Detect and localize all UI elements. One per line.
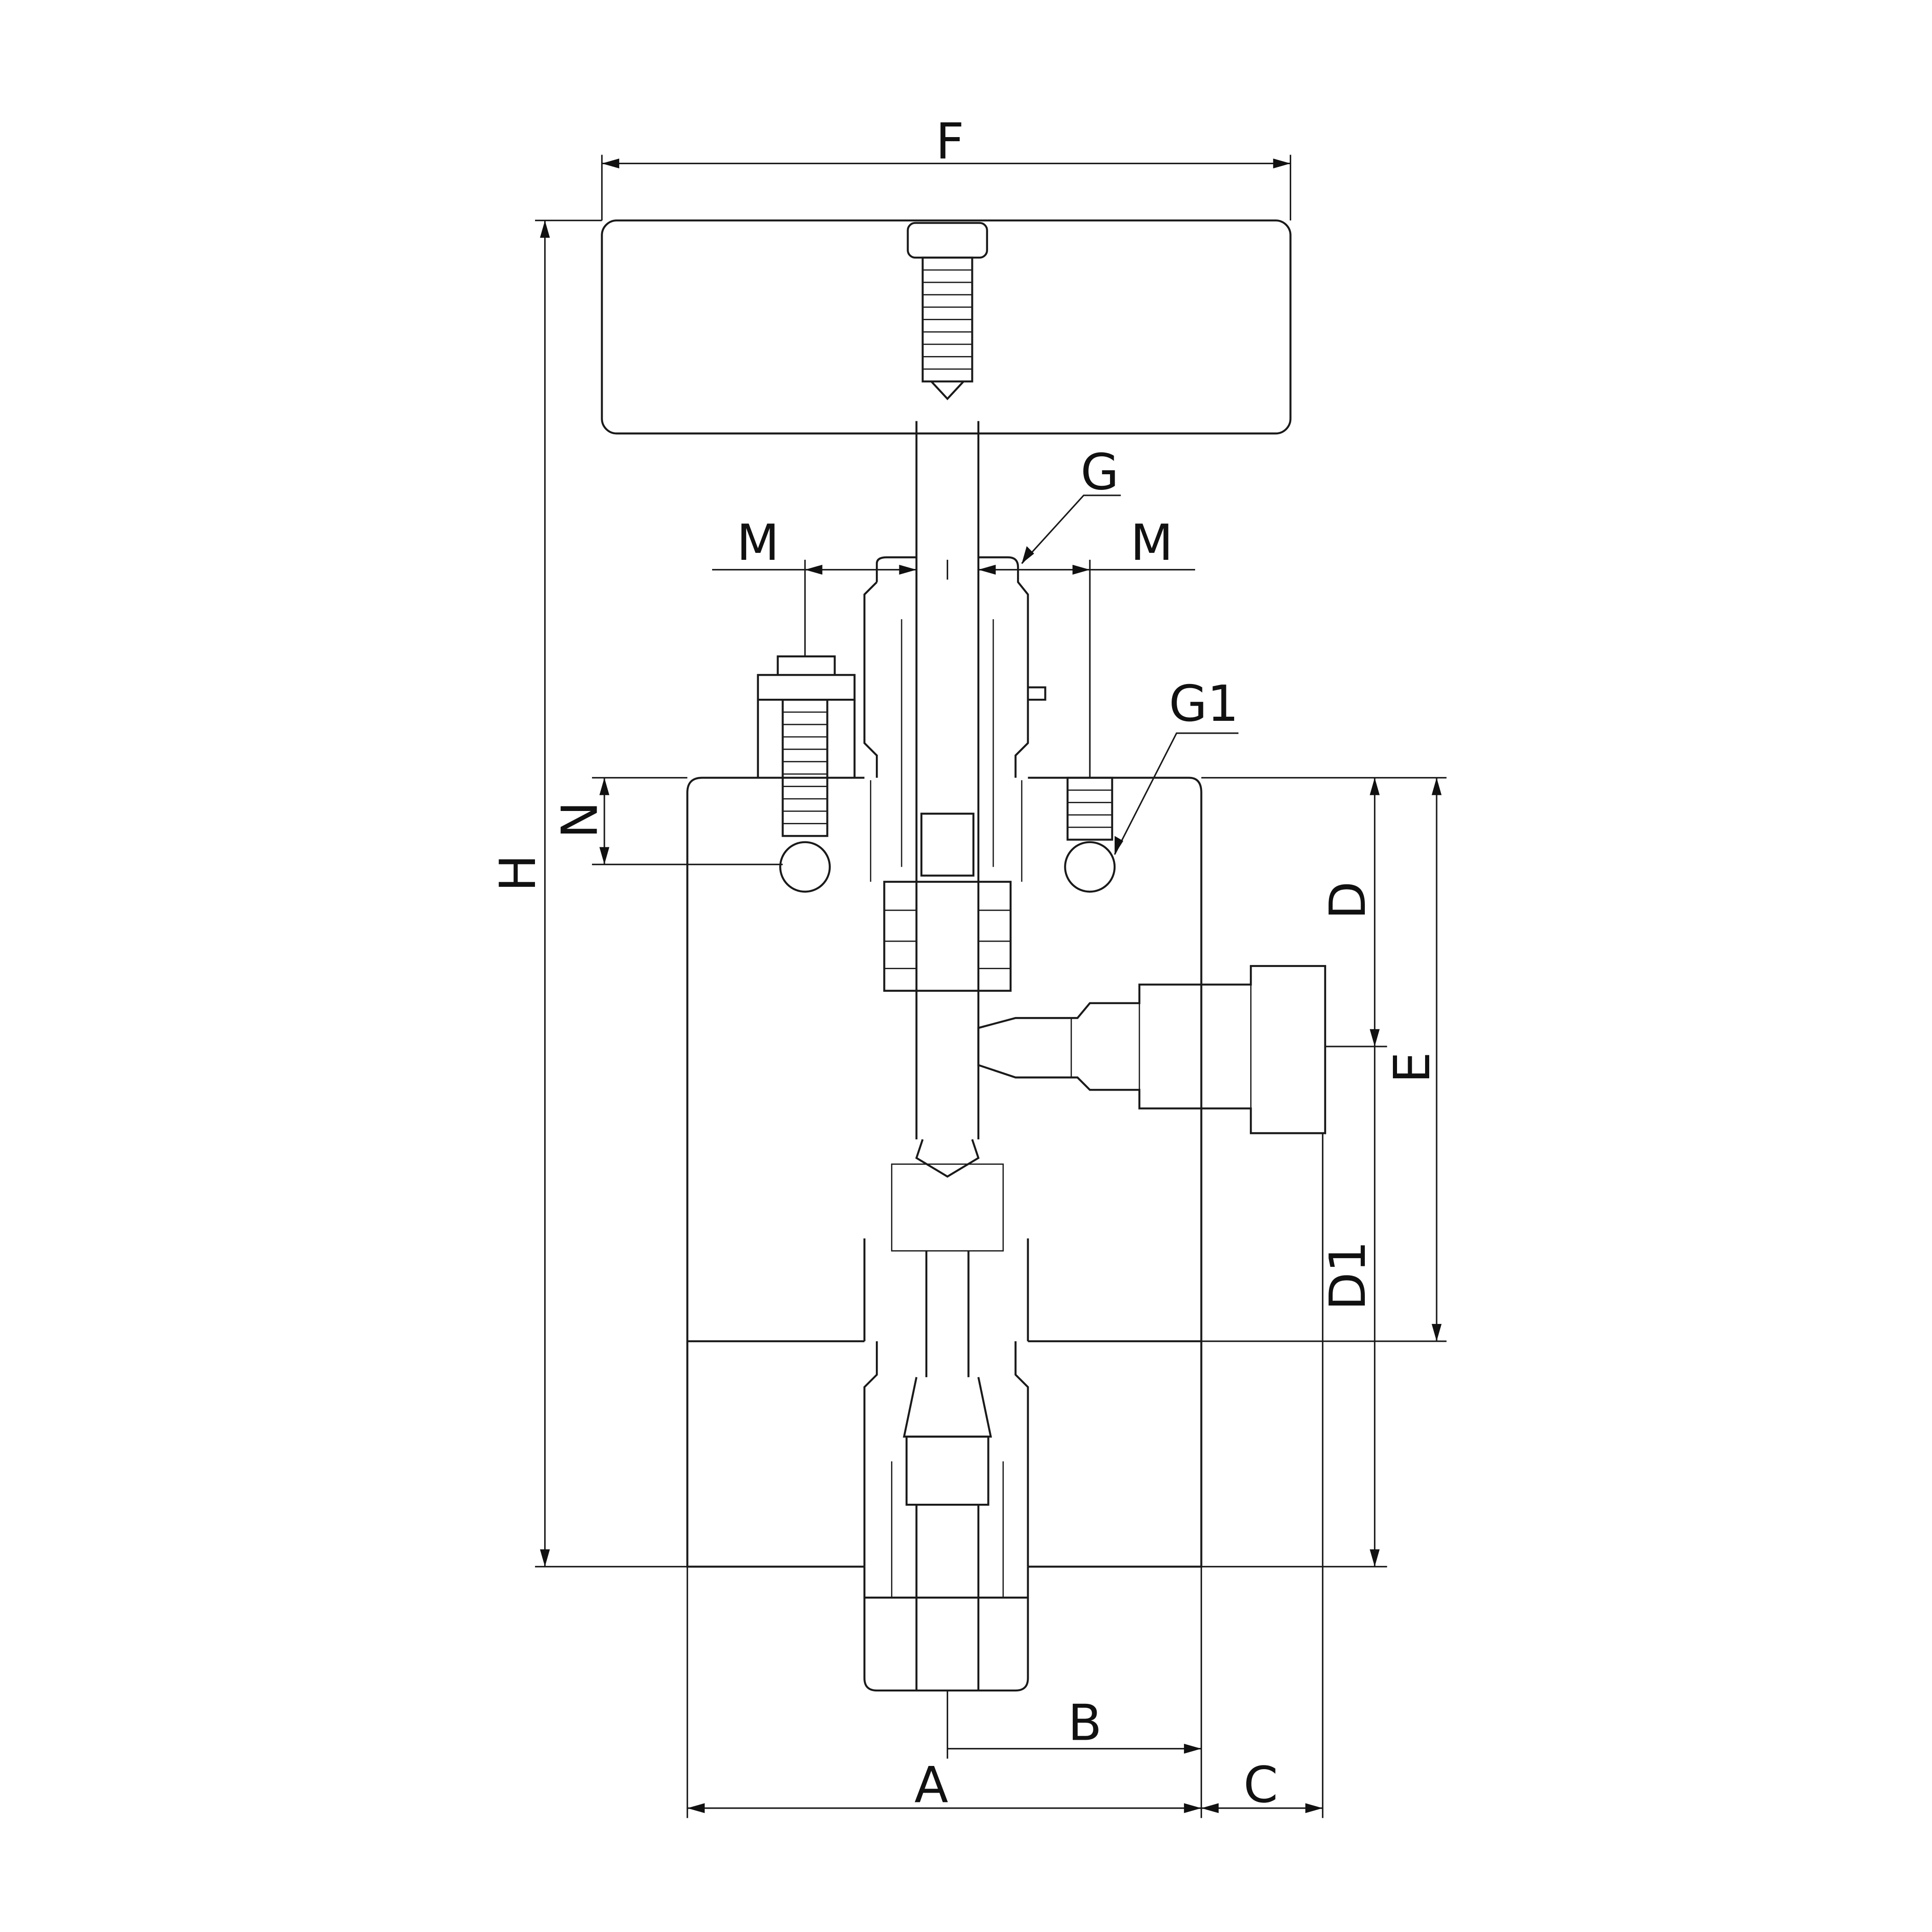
label-D1: D1 [1319,1241,1377,1310]
label-C: C [1243,1756,1278,1814]
label-E: E [1384,1052,1441,1083]
mounting-screw-left [757,655,856,893]
bonnet-nut [863,556,1046,992]
valve-body [686,776,1202,1568]
label-B: B [1068,1695,1102,1752]
label-G: G [1081,443,1119,501]
side-port-fitting [977,965,1326,1134]
dimension-lines [535,155,1447,1818]
valve-stem [915,421,980,1377]
mounting-hole-right [1064,776,1116,893]
label-A: A [914,1756,949,1814]
label-F: F [936,113,964,171]
label-G1: G1 [1169,675,1239,733]
bottom-fitting [863,1238,1029,1692]
label-N: N [552,801,609,839]
handle-bar [601,219,1292,435]
label-M-right: M [1130,514,1173,572]
label-D: D [1319,881,1377,920]
arrowheads [540,158,1442,1813]
label-H: H [489,855,547,892]
label-M-left: M [736,514,779,572]
